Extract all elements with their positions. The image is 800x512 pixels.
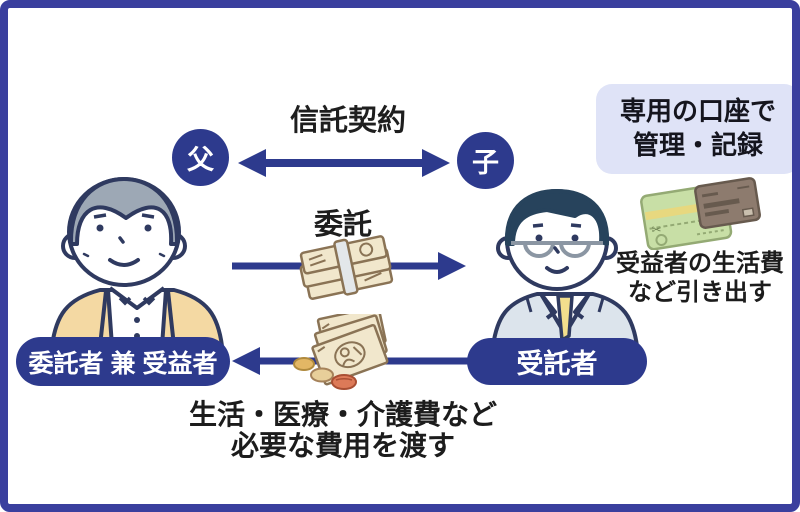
banknotes-coins-icon: [293, 314, 389, 390]
expense-note-line1: 生活・医療・介護費など: [188, 399, 497, 430]
double-arrow-icon: [238, 149, 450, 177]
withdraw-note-line1: 受益者の生活費: [616, 250, 784, 277]
entrust-label: 委託: [313, 209, 372, 241]
account-note-line2: 管理・記録: [632, 129, 763, 160]
trustor-pill: 委託者 兼 受益者: [16, 337, 230, 386]
banknote-bundle-icon: [299, 235, 394, 300]
father-badge-label: 父: [187, 145, 214, 175]
bank-cards-icon: ✂: [640, 177, 761, 250]
withdraw-note-line2: など引き出す: [628, 278, 772, 306]
account-note-box: 専用の口座で 管理・記録: [596, 84, 792, 174]
trustee-pill-label: 受託者: [516, 349, 598, 379]
child-badge: 子: [457, 132, 514, 189]
svg-text:✂: ✂: [651, 223, 661, 237]
elderly-man-icon: [50, 177, 224, 346]
contract-label: 信託契約: [289, 105, 406, 137]
account-note-line1: 専用の口座で: [619, 96, 776, 126]
withdraw-note: 受益者の生活費 など引き出す: [594, 250, 792, 308]
expense-note: 生活・医療・介護費など 必要な費用を渡す: [156, 399, 530, 462]
young-man-icon: [491, 189, 639, 346]
trustor-pill-label: 委託者 兼 受益者: [28, 349, 218, 378]
child-badge-label: 子: [472, 148, 499, 178]
trustee-pill: 受託者: [467, 338, 647, 385]
father-badge: 父: [172, 129, 229, 186]
expense-note-line2: 必要な費用を渡す: [230, 430, 455, 462]
